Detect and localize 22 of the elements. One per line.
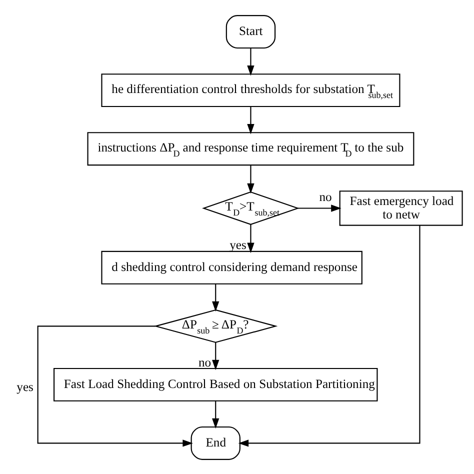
arrow [37,325,193,446]
arrow [212,342,220,370]
arrow [298,204,342,212]
node-box: Fast emergency load to netw [339,190,463,226]
node-diamond: ΔP$_{sub}$ ≥ ΔP$_{D}$? [154,308,278,342]
arrow [212,400,220,428]
node-box: d shedding control considering demand response [101,250,362,284]
node-box: End [190,426,240,460]
node-box: instructions ΔP$_{D}$ and response time requirement T$_{D}$ to the sub [87,132,414,166]
node-box: Start [226,14,276,48]
node-diamond: T$_{D}$>T$_{sub,set}$ [202,190,300,225]
arrow [247,106,254,134]
edge-label: yes [16,380,34,394]
arrow [238,224,420,446]
edge-label: no [319,189,332,204]
arrow [212,283,220,312]
arrow [247,164,254,194]
arrow [247,224,254,253]
edge-label: yes [230,237,246,252]
arrow [247,48,254,76]
edge-label: no [198,354,212,369]
node-box: Fast Load Shedding Control Based on Substation Partitioning [54,367,378,401]
